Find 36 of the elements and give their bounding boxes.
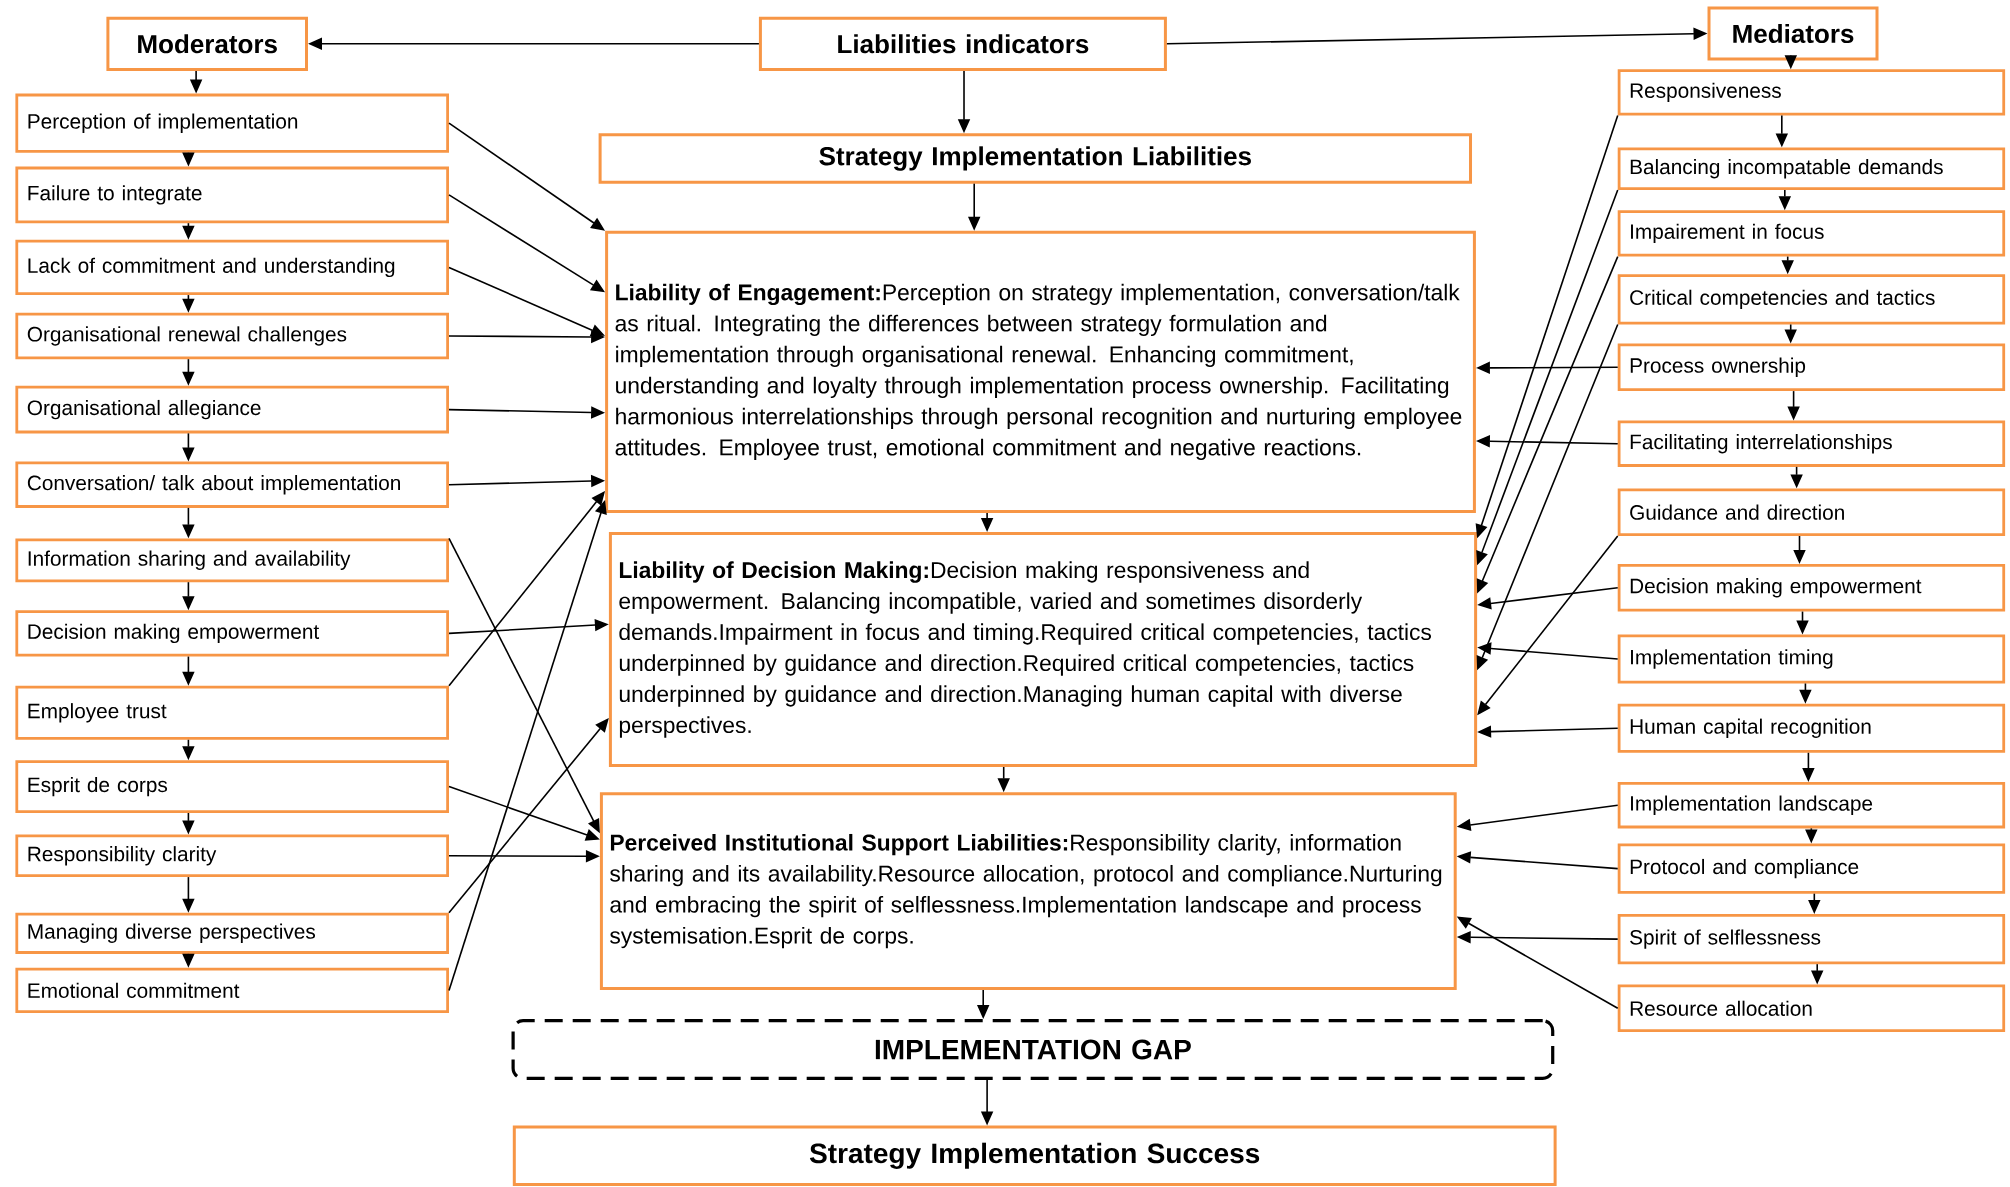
factor-box: Esprit de corps [15,760,449,813]
factor-box: Facilitating interrelationships [1617,420,2006,467]
factor-box: Protocol and compliance [1617,843,2006,894]
factor-box: Perception of implementation [15,93,449,153]
factor-box: Resource allocation [1617,984,2006,1033]
heading-box: Liabilities indicators [758,16,1167,71]
factor-box: Balancing incompatable demands [1617,147,2006,190]
factor-box: Decision making empowerment [15,610,449,657]
liability-box: Perceived Institutional Support Liabilities:Responsibility clarity, information sharing and its availability.Resource allocation, protocol and compliance.Nurturing and embracing the spirit of selflessness.Implementation landscape and process systemisation.Esprit de corps. [599,792,1457,990]
factor-box: Employee trust [15,685,449,740]
factor-box: Responsibility clarity [15,834,449,878]
factor-box: Conversation/ talk about implementation [15,461,449,508]
factor-box: Spirit of selflessness [1617,914,2006,965]
liability-box: Liability of Decision Making:Decision making responsiveness and empowerment. Balancing incompatible, varied and sometimes disorderly demands.Impairment in focus and timing.Required critical competencies, tactics underpinned by guidance and direction.Required critical competencies, tactics underpinned by guidance and direction.Managing human capital with diverse perspectives. [608,532,1478,767]
heading-box: Mediators [1707,6,1879,61]
factor-box: Organisational renewal challenges [15,312,449,360]
outcome-box: Strategy Implementation Success [512,1125,1557,1187]
heading-box: Moderators [106,16,308,71]
factor-box: Organisational allegiance [15,385,449,434]
factor-box: Implementation timing [1617,634,2006,684]
factor-box: Human capital recognition [1617,703,2006,753]
factor-box: Responsiveness [1617,69,2006,116]
factor-box: Failure to integrate [15,166,449,224]
factor-box: Lack of commitment and understanding [15,239,449,296]
factor-box: Information sharing and availability [15,538,449,583]
factor-box: Critical competencies and tactics [1617,274,2006,325]
factor-box: Implementation landscape [1617,782,2006,829]
gap-box: IMPLEMENTATION GAP [511,1019,1555,1080]
factor-box: Managing diverse perspectives [15,912,449,954]
factor-box: Decision making empowerment [1617,564,2006,612]
factor-box: Guidance and direction [1617,488,2006,536]
liability-box: Liability of Engagement:Perception on strategy implementation, conversation/talk as ritual. Integrating the differences between strategy formulation and implementation through organisational renewal. Enhancing commitment, understanding and loyalty through implementation process ownership. Facilitating harmonious interrelationships through personal recognition and nurturing employee attitudes. Employee trust, emotional commitment and negative reactions. [605,230,1476,514]
factor-box: Impairement in focus [1617,210,2006,257]
factor-box: Emotional commitment [15,967,449,1013]
heading-box: Strategy Implementation Liabilities [598,133,1472,184]
factor-box: Process ownership [1617,343,2006,392]
